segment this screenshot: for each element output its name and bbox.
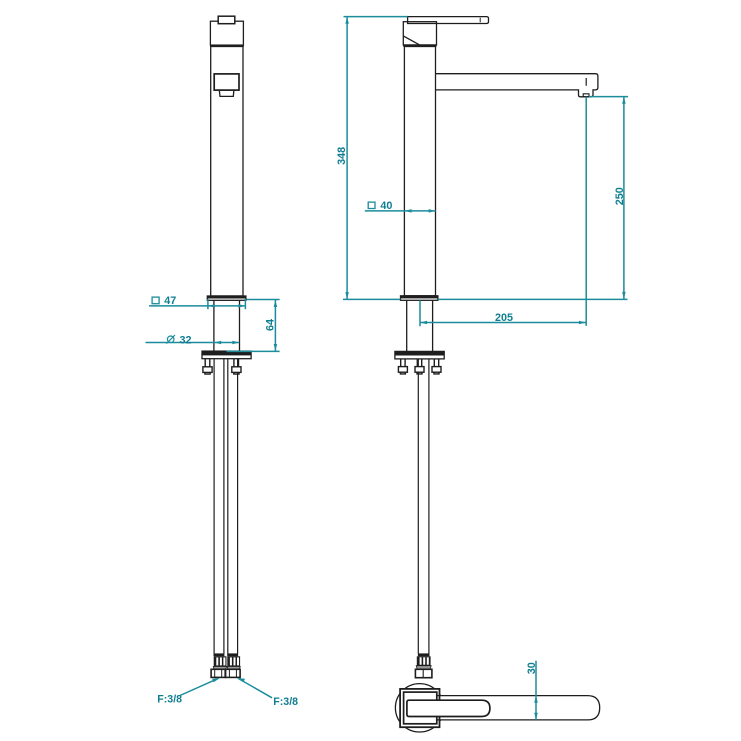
- svg-text:30: 30: [526, 662, 538, 674]
- svg-text:348: 348: [336, 147, 348, 165]
- svg-text:47: 47: [164, 295, 176, 307]
- svg-text:250: 250: [614, 187, 626, 205]
- svg-text:F:3/8: F:3/8: [273, 696, 298, 708]
- svg-text:32: 32: [180, 335, 192, 347]
- svg-text:F:3/8: F:3/8: [157, 694, 182, 706]
- svg-text:40: 40: [380, 200, 392, 212]
- svg-text:64: 64: [264, 319, 276, 331]
- svg-text:205: 205: [495, 312, 513, 324]
